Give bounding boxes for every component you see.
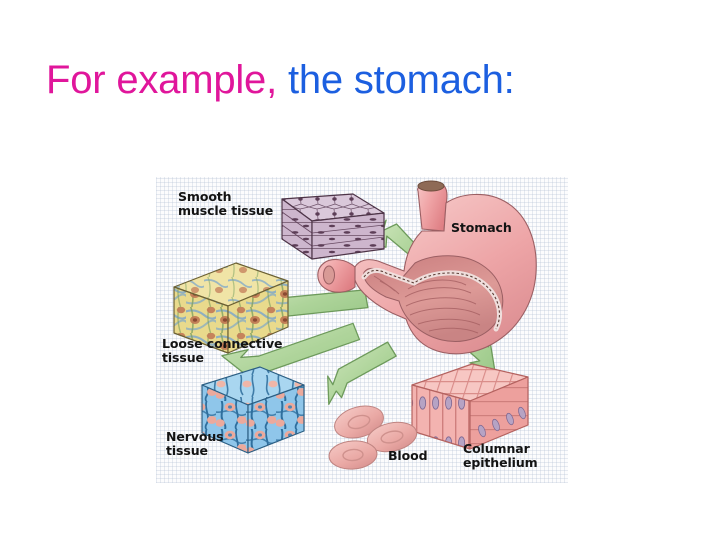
diagram-artwork (173, 180, 537, 470)
loose-connective-tissue-block (173, 262, 289, 354)
label-nervous-tissue: Nervous tissue (166, 429, 224, 458)
page-title-part-2: the stomach: (277, 58, 515, 102)
stomach-organ (317, 180, 537, 355)
nervous-side (247, 384, 305, 454)
gastric-rugae (373, 275, 481, 334)
blood-cells (328, 405, 418, 470)
arrow-to-blood (327, 341, 397, 405)
pylorus-opening (323, 265, 335, 285)
blood-cell (366, 421, 418, 453)
smooth-muscle-side (311, 212, 385, 260)
blood-cell (334, 405, 384, 439)
smooth-muscle-tissue-block (281, 193, 385, 260)
nervous-tissue-block (201, 366, 305, 454)
label-columnar-epithelium: Columnar epithelium (463, 441, 538, 470)
label-blood: Blood (388, 448, 428, 463)
blood-cell (328, 440, 378, 470)
esophagus-opening (417, 180, 445, 192)
label-stomach: Stomach (451, 220, 512, 235)
page-title: For example, the stomach: (46, 54, 686, 106)
label-loose-connective-tissue: Loose connective tissue (162, 336, 283, 365)
columnar-side-cells (478, 406, 526, 438)
columnar-epithelium-block (411, 363, 529, 450)
mucosa-edge-outline (363, 269, 500, 330)
stomach-tissue-diagram: Smooth muscle tissue Loose connective ti… (156, 177, 568, 483)
page-title-part-1: For example, (46, 58, 278, 102)
label-smooth-muscle-tissue: Smooth muscle tissue (178, 189, 274, 218)
loose-connective-side (227, 280, 289, 354)
